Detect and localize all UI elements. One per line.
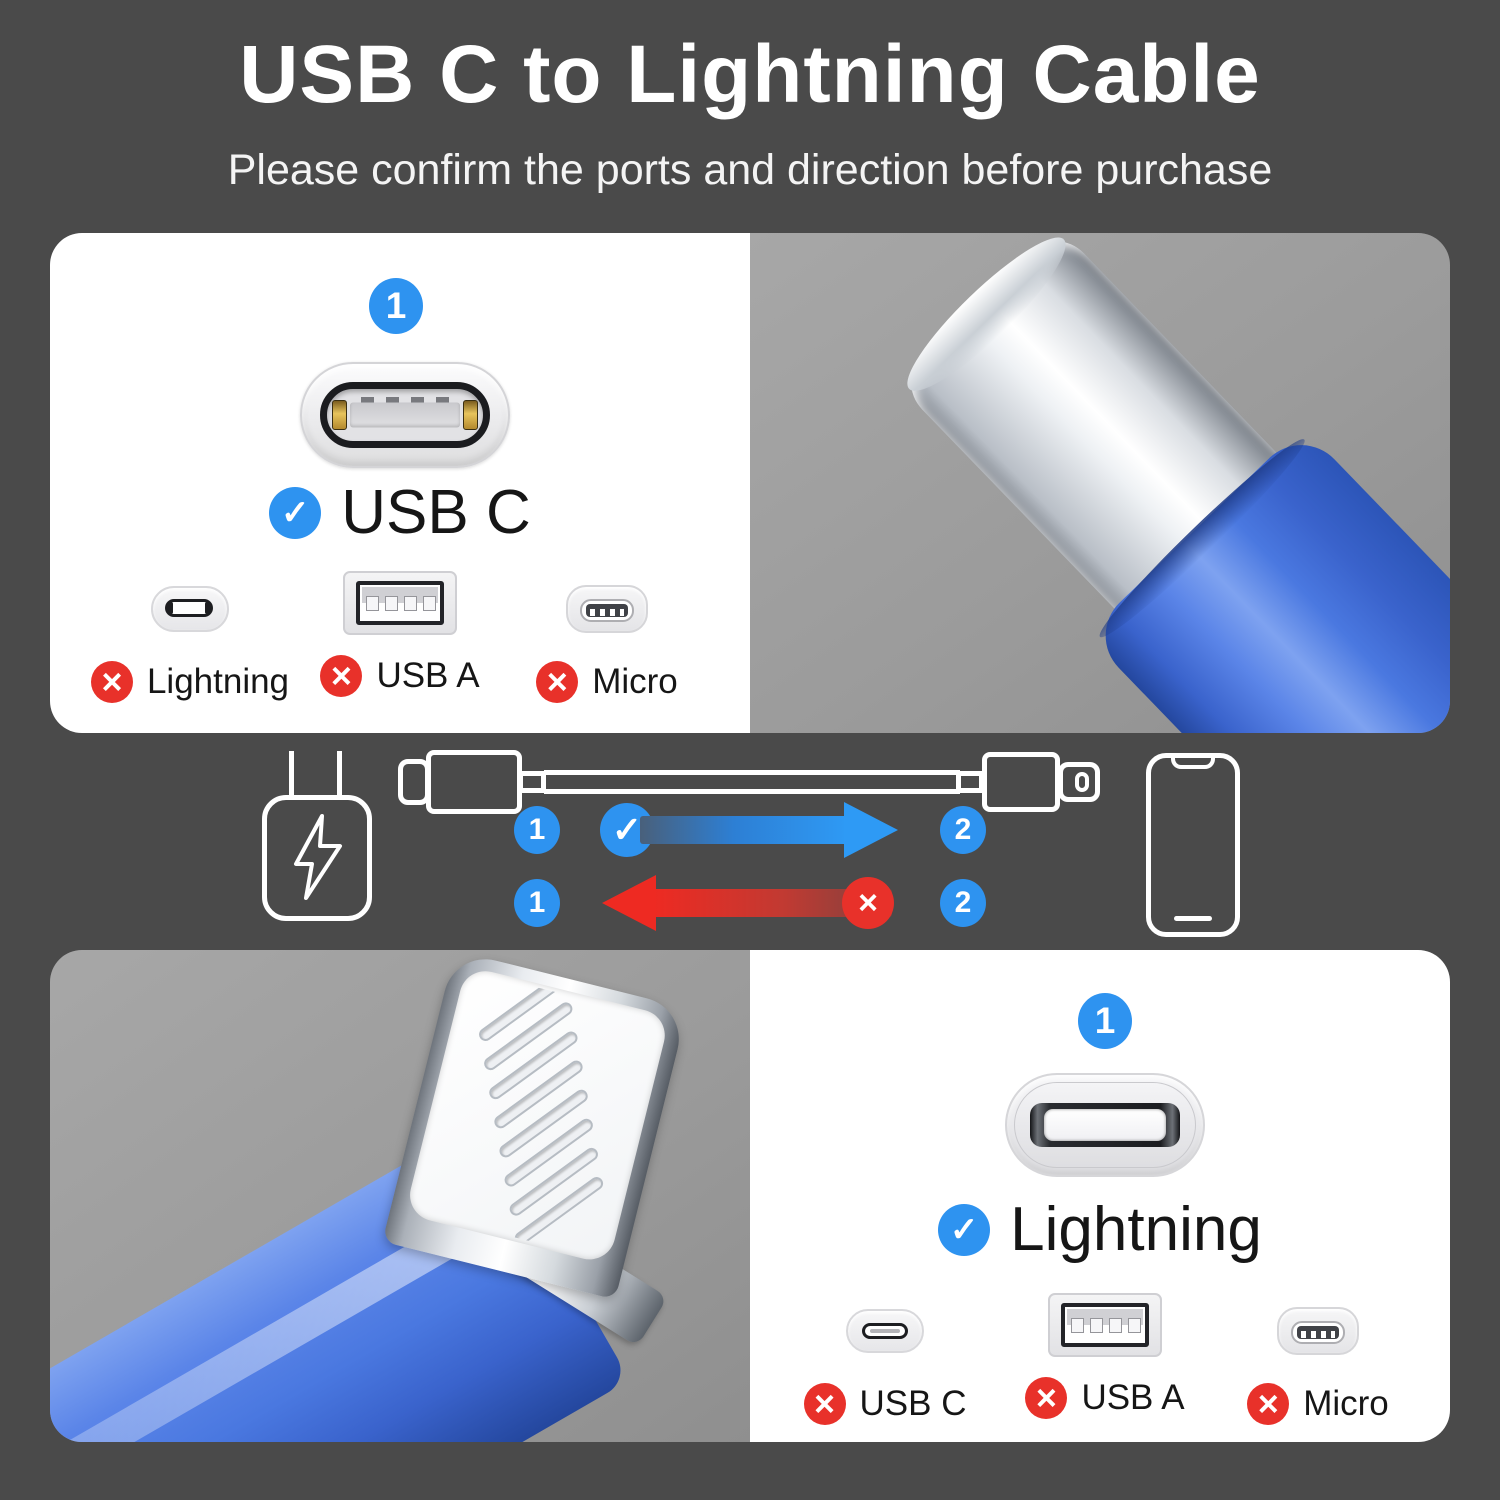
- micro-usb-port-icon: [566, 585, 648, 633]
- micro-usb-port-icon: [1277, 1307, 1359, 1355]
- usb-c-end-card: 1 ✓ USB C × Light: [50, 233, 1450, 733]
- cable-neck: [956, 771, 984, 793]
- gold-pin-icon: [463, 400, 478, 430]
- correct-direction-arrow: [640, 802, 898, 858]
- wrong-port-usb-a: × USB A: [995, 1289, 1215, 1419]
- cable-neck: [518, 771, 546, 793]
- wrong-port-label: Micro: [592, 662, 678, 701]
- wrong-port-label: Micro: [1303, 1384, 1389, 1423]
- lightning-receptacle-slot: [1030, 1103, 1180, 1147]
- cross-icon: ×: [1025, 1377, 1068, 1419]
- endpoint-2-badge: 2: [940, 879, 986, 927]
- wrong-port-label: Lightning: [146, 662, 290, 701]
- correct-port-row: ✓ USB C: [50, 477, 750, 548]
- correct-port-label: USB C: [341, 478, 531, 547]
- check-icon: ✓: [938, 1203, 991, 1256]
- direction-diagram: 1 ✓ 2 1 × 2: [0, 733, 1500, 950]
- lightning-end-card: 1 ✓ Lightning × USB C: [50, 950, 1450, 1442]
- wrong-port-label: USB A: [376, 656, 480, 695]
- endpoint-1-badge: 1: [514, 879, 560, 927]
- wrong-port-micro: × Micro: [1208, 1295, 1428, 1425]
- lightning-plug-slot: [1075, 772, 1089, 792]
- cross-icon: ×: [536, 661, 579, 703]
- usb-c-receptacle-icon: [300, 362, 510, 468]
- usb-c-receptacle-slot: [320, 382, 490, 448]
- cross-icon: ×: [842, 877, 894, 929]
- endpoint-1-badge: 1: [514, 806, 560, 854]
- cross-icon: ×: [803, 1383, 846, 1425]
- wrong-port-micro: × Micro: [497, 573, 717, 703]
- lightning-receptacle-icon: [1005, 1073, 1205, 1177]
- lightning-port-guide-panel: 1 ✓ Lightning × USB C: [750, 950, 1450, 1442]
- lightning-slot-inner: [1044, 1109, 1166, 1141]
- cross-icon: ×: [320, 655, 363, 697]
- usb-c-connector-photo: [750, 233, 1450, 733]
- wrong-port-label: USB A: [1081, 1378, 1185, 1417]
- usb-c-small-port-icon: [846, 1309, 924, 1353]
- page-title: USB C to Lightning Cable: [239, 29, 1261, 120]
- phone-notch: [1171, 757, 1215, 769]
- lightning-contact-slots: [409, 970, 665, 1261]
- check-icon: ✓: [269, 486, 322, 539]
- cable-lightning-plug-icon: [1058, 762, 1100, 802]
- wrong-port-label: USB C: [859, 1384, 967, 1423]
- correct-port-row: ✓ Lightning: [750, 1194, 1450, 1265]
- lightning-connector-photo: [50, 950, 750, 1442]
- cross-icon: ×: [1247, 1383, 1290, 1425]
- endpoint-2-badge: 2: [940, 806, 986, 854]
- usb-a-port-icon: [343, 571, 457, 635]
- gold-pin-icon: [332, 400, 347, 430]
- wrong-port-usb-a: × USB A: [290, 567, 510, 697]
- charger-prong: [337, 751, 342, 797]
- lightning-tip-face: [404, 965, 671, 1265]
- lightning-port-icon: [151, 586, 229, 632]
- contact-pins: [361, 397, 449, 404]
- cross-icon: ×: [90, 661, 133, 703]
- smartphone-icon: [1146, 753, 1240, 937]
- usb-c-to-lightning-cable-icon: [544, 770, 960, 794]
- phone-home-indicator: [1174, 916, 1212, 921]
- connector-tongue: [350, 402, 460, 428]
- correct-port-label: Lightning: [1010, 1195, 1262, 1264]
- step-1-badge: 1: [1078, 993, 1132, 1049]
- usb-c-connector-3d: [867, 233, 1450, 733]
- wrong-port-lightning: × Lightning: [80, 573, 300, 703]
- usb-a-port-icon: [1048, 1293, 1162, 1357]
- page-subtitle: Please confirm the ports and direction b…: [227, 146, 1273, 194]
- step-1-badge: 1: [369, 278, 423, 334]
- usb-c-port-guide-panel: 1 ✓ USB C × Light: [50, 233, 750, 733]
- wall-charger-icon: [262, 795, 372, 921]
- cable-usb-c-body: [426, 750, 522, 814]
- charger-prong: [289, 751, 294, 797]
- lightning-metal-tip: [382, 950, 688, 1300]
- cable-lightning-body: [982, 752, 1060, 812]
- wrong-port-usb-c: × USB C: [775, 1295, 995, 1425]
- lightning-bolt-icon: [294, 814, 342, 900]
